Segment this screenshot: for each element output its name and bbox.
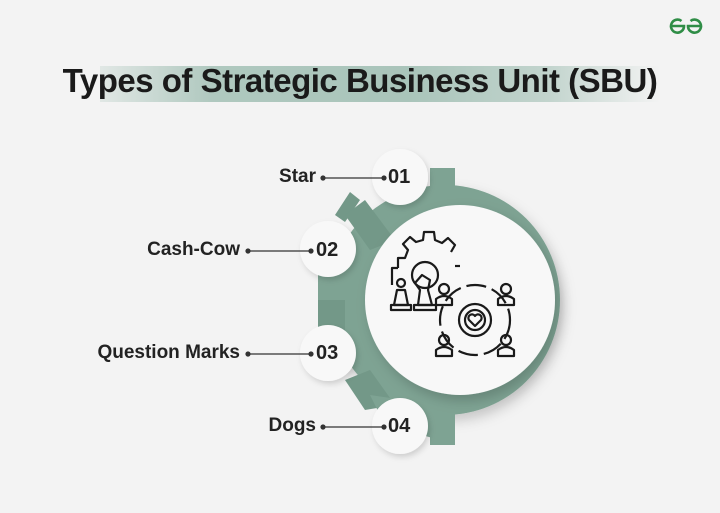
item-number-03: 03 <box>316 342 339 364</box>
item-label-dogs: Dogs <box>268 415 317 436</box>
item-label-question-marks: Question Marks <box>97 342 240 363</box>
bubble-04 <box>372 398 428 454</box>
item-number-02: 02 <box>316 239 339 261</box>
connectors <box>245 175 387 430</box>
bubble-01 <box>372 149 428 205</box>
geeksforgeeks-logo-icon <box>669 18 703 34</box>
strategy-gear-team-icon <box>389 230 516 358</box>
center-circle <box>365 205 555 395</box>
item-label-star: Star <box>279 166 316 187</box>
page-title: Types of Strategic Business Unit (SBU) <box>62 62 658 99</box>
item-number-04: 04 <box>388 415 411 437</box>
bubble-03 <box>300 325 356 381</box>
title-highlight <box>100 66 660 102</box>
item-number-01: 01 <box>388 166 411 188</box>
item-label-cash-cow: Cash-Cow <box>147 239 240 260</box>
bubble-02 <box>300 221 356 277</box>
